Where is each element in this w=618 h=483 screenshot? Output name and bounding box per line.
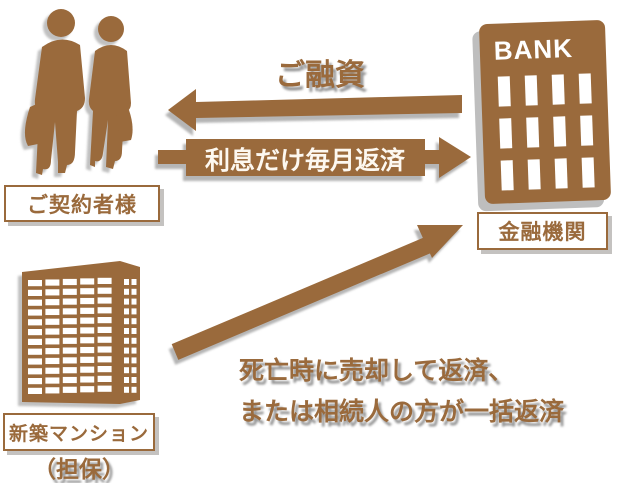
customer-label: ご契約者様: [27, 193, 137, 217]
bank-window-slit: [498, 118, 512, 149]
interest-arrow-label: 利息だけ毎月返済: [204, 147, 405, 175]
interest-arrow: [158, 137, 471, 178]
loan-arrow: [168, 89, 462, 131]
bank-windows: [497, 73, 595, 191]
apartment-front-windows: [28, 277, 112, 394]
apartment-building-icon: [22, 261, 140, 404]
bank-window-slit: [554, 158, 568, 189]
property-label: 新築マンション: [8, 423, 149, 445]
bank-window-slit: [497, 76, 511, 107]
bank-window-slit: [551, 74, 565, 105]
repayment-note: 死亡時に売却して返済、 または相続人の方が一括返済: [239, 351, 564, 433]
bank-window-slit: [525, 117, 539, 148]
bank-window-slit: [552, 116, 566, 147]
elderly-couple-icon: [24, 9, 133, 175]
repayment-note-line2: または相続人の方が一括返済: [239, 398, 565, 426]
bank-window-slit: [527, 159, 541, 190]
bank-window-slit: [581, 157, 595, 188]
bank-label: 金融機関: [498, 221, 587, 244]
property-label-box: 新築マンション: [3, 413, 155, 451]
bank-window-slit: [500, 160, 514, 191]
bank-window-slit: [578, 73, 592, 104]
apartment-side-windows: [124, 279, 137, 393]
repayment-arrow: [171, 225, 463, 360]
bank-window-slit: [579, 115, 593, 146]
loan-arrow-label: ご融資: [275, 59, 365, 92]
bank-sign-text: BANK: [493, 32, 574, 66]
bank-label-box: 金融機関: [477, 212, 608, 250]
repayment-note-line1: 死亡時に売却して返済、: [239, 357, 514, 385]
bank-building-icon: BANK: [478, 19, 612, 205]
customer-label-box: ご契約者様: [4, 185, 160, 222]
bank-window-slit: [524, 75, 538, 106]
collateral-note: （担保）: [33, 456, 125, 482]
